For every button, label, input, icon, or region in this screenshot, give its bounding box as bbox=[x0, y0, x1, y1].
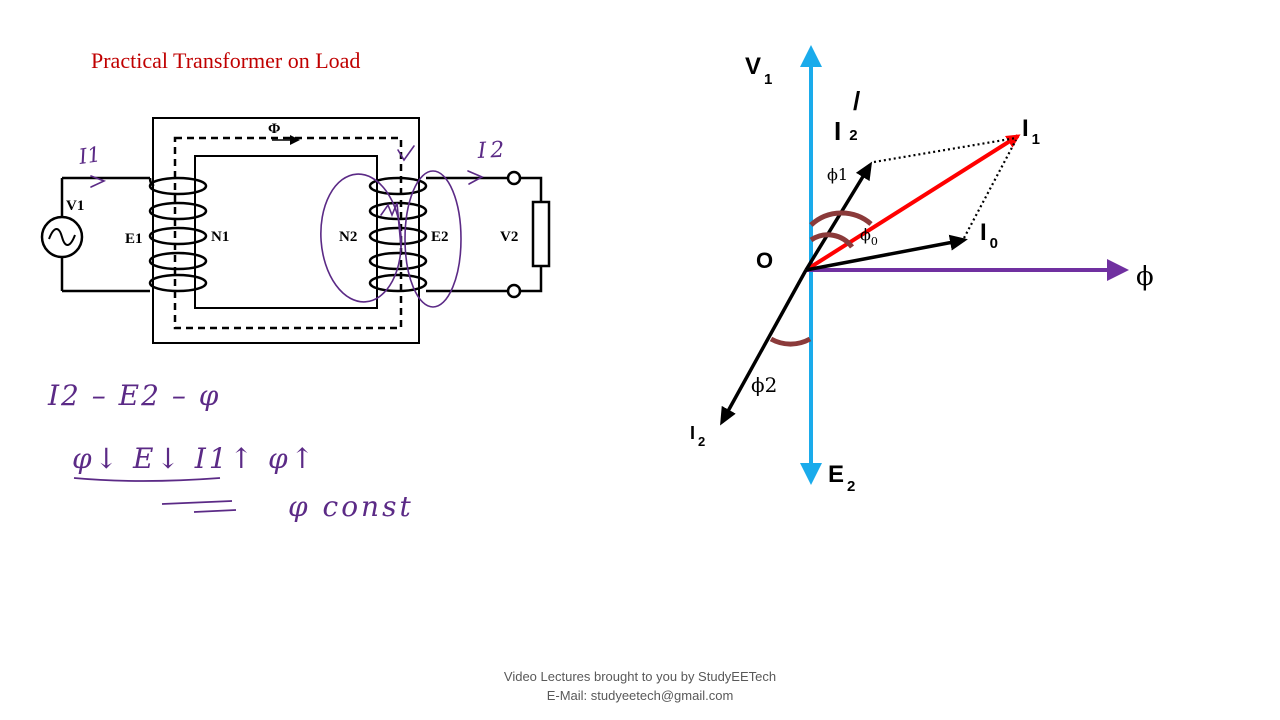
i0-phasor bbox=[805, 234, 968, 272]
primary-emf-label: E1 bbox=[125, 231, 143, 247]
i1-phasor bbox=[804, 134, 1021, 272]
ac-wave-icon bbox=[48, 228, 76, 246]
construction-line-top bbox=[873, 136, 1017, 164]
flux-axis-label: ϕ bbox=[1136, 262, 1154, 292]
footer-email: E-Mail: studyeetech@gmail.com bbox=[546, 688, 734, 703]
note-line-2: φ↓ E↓ I1↑ φ↑ bbox=[72, 442, 317, 475]
load-voltage-label: V2 bbox=[500, 229, 518, 245]
secondary-circle-1 bbox=[320, 173, 402, 303]
i2-phasor bbox=[720, 269, 808, 426]
circuit-annotations bbox=[90, 145, 484, 308]
i2-prime-mark: / bbox=[853, 86, 860, 116]
phi0-arc bbox=[809, 232, 855, 249]
flux-path bbox=[173, 136, 403, 330]
secondary-circle-2 bbox=[404, 170, 462, 308]
primary-turns-label: N1 bbox=[211, 229, 229, 245]
primary-current-arrow bbox=[90, 175, 107, 188]
footer-credit: Video Lectures brought to you by StudyEE… bbox=[503, 669, 777, 684]
phi1-arc bbox=[809, 210, 873, 227]
load-resistor bbox=[531, 200, 551, 268]
output-terminal-bottom bbox=[506, 283, 522, 299]
phi1-label: ϕ1 bbox=[827, 165, 848, 184]
primary-current-handwritten: I1 bbox=[76, 142, 102, 169]
handwritten-notes: I2 – E2 – φ φ↓ E↓ I1↑ φ↑ φ const bbox=[47, 379, 414, 523]
secondary-current-handwritten: I2 bbox=[476, 137, 509, 164]
scribble bbox=[380, 202, 402, 248]
note-underline bbox=[73, 477, 221, 482]
check-mark bbox=[397, 145, 415, 162]
secondary-winding bbox=[368, 176, 508, 293]
phi2-arc bbox=[769, 336, 812, 347]
note-line-1: I2 – E2 – φ bbox=[47, 379, 220, 412]
secondary-turns-label: N2 bbox=[339, 229, 357, 245]
note-equals-mark bbox=[161, 500, 237, 513]
secondary-emf-label: E2 bbox=[431, 229, 449, 245]
phi2-label: ϕ2 bbox=[751, 373, 777, 397]
source-label: V1 bbox=[66, 198, 84, 214]
primary-winding bbox=[62, 176, 208, 293]
phi0-label: ϕ0 bbox=[860, 225, 878, 248]
i2-prime-phasor bbox=[804, 161, 873, 271]
construction-line-right bbox=[963, 139, 1017, 239]
slide-title: Practical Transformer on Load bbox=[91, 48, 361, 73]
flux-label: Φ bbox=[268, 121, 280, 137]
secondary-current-arrow bbox=[467, 170, 484, 185]
transformer-circuit: Φ V1 E1 N1 bbox=[40, 117, 551, 344]
origin-label: O bbox=[756, 248, 773, 273]
output-terminal-top bbox=[506, 170, 522, 186]
note-line-3: φ const bbox=[288, 490, 414, 523]
